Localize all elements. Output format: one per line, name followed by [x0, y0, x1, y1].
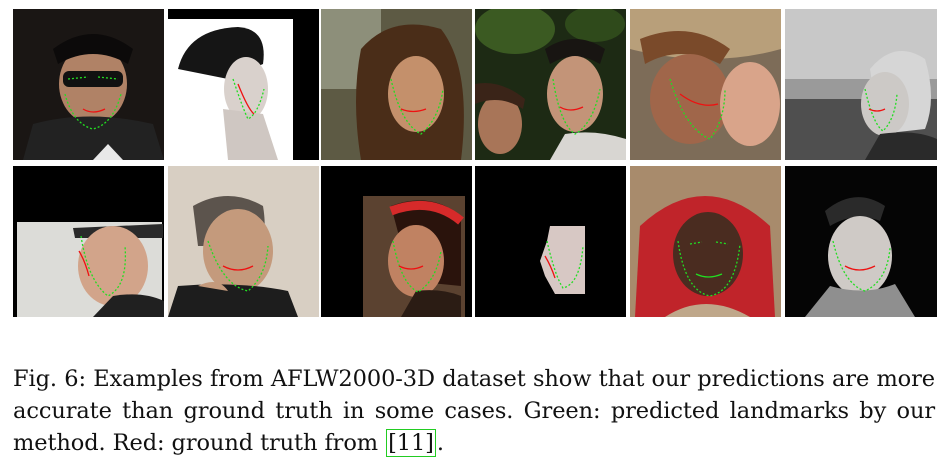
face-photo-12 — [785, 166, 937, 317]
face-photo-9 — [321, 166, 472, 317]
caption-label: Fig. 6: — [13, 365, 86, 392]
face-photo-8 — [168, 166, 319, 317]
caption-end: . — [436, 429, 444, 456]
face-photo-4 — [475, 9, 626, 160]
face-photo-10 — [475, 166, 626, 317]
citation-link[interactable]: [11] — [386, 428, 436, 457]
face-photo-2 — [168, 9, 319, 160]
figure-caption: Fig. 6: Examples from AFLW2000-3D datase… — [13, 363, 935, 459]
caption-text: Examples from AFLW2000-3D dataset show t… — [13, 365, 935, 456]
face-photo-6 — [785, 9, 937, 160]
face-photo-7 — [13, 166, 164, 317]
face-photo-1 — [13, 9, 164, 160]
face-photo-3 — [321, 9, 472, 160]
face-photo-11 — [630, 166, 781, 317]
figure-image-grid — [13, 9, 937, 319]
face-photo-5 — [630, 9, 781, 160]
